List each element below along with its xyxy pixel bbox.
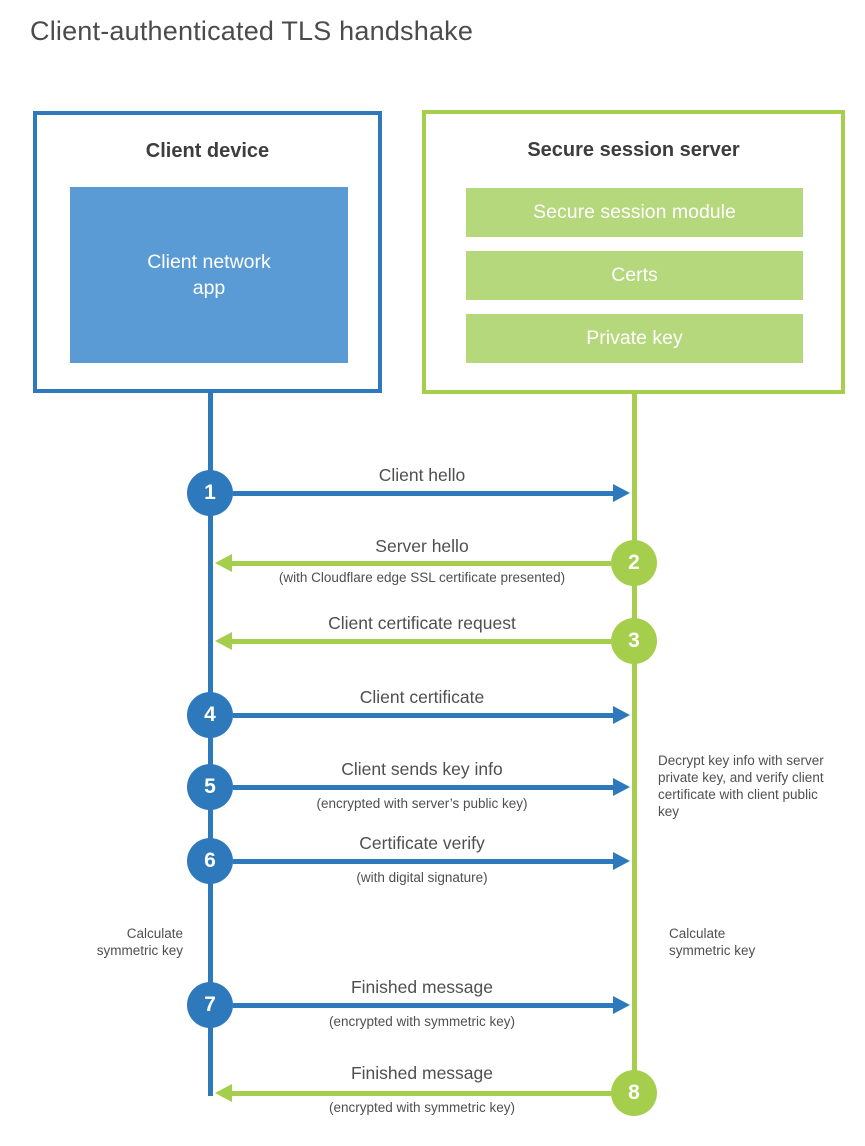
message-2-label: Server hello (375, 536, 469, 556)
message-1-label: Client hello (378, 465, 466, 485)
step-3-circle: 3 (611, 618, 657, 664)
step-2-circle: 2 (611, 540, 657, 586)
server-module-certs: Certs (466, 251, 803, 300)
message-7-arrowhead-icon (613, 996, 630, 1014)
message-4-arrow (233, 713, 613, 718)
message-1-arrow (233, 491, 613, 496)
message-8-arrowhead-icon (215, 1084, 232, 1102)
client-lifeline (208, 393, 213, 1096)
secure-session-server-title: Secure session server (527, 139, 740, 161)
server-module-private-key: Private key (466, 314, 803, 363)
message-5-subtext: (encrypted with server’s public key) (316, 796, 528, 811)
message-6-arrow (233, 859, 613, 864)
step-8-circle: 8 (611, 1070, 657, 1116)
client-network-app-label: Client network app (147, 250, 271, 299)
server-module-secure-session-module: Secure session module (466, 188, 803, 237)
message-7-arrow (233, 1003, 613, 1008)
step-6-circle: 6 (187, 838, 233, 884)
step-4-circle: 4 (187, 692, 233, 738)
message-2-subtext: (with Cloudflare edge SSL certificate pr… (278, 570, 566, 585)
calculate-symmetric-key-note-client: Calculate symmetric key (96, 926, 183, 958)
message-6-subtext: (with digital signature) (356, 870, 488, 885)
step-1-circle: 1 (187, 470, 233, 516)
calculate-symmetric-key-note-server: Calculate symmetric key (669, 926, 756, 958)
message-7-subtext: (encrypted with symmetric key) (328, 1014, 516, 1029)
message-1-arrowhead-icon (613, 484, 630, 502)
message-7-label: Finished message (350, 977, 494, 997)
server-lifeline (632, 393, 637, 1093)
client-device-title: Client device (145, 140, 270, 162)
message-4-label: Client certificate (359, 687, 485, 707)
message-2-arrowhead-icon (215, 554, 232, 572)
message-6-label: Certificate verify (359, 833, 485, 853)
message-5-label: Client sends key info (341, 759, 503, 779)
step-7-circle: 7 (187, 982, 233, 1028)
message-3-label: Client certificate request (328, 613, 516, 633)
message-3-arrow (232, 639, 611, 644)
message-5-arrowhead-icon (613, 778, 630, 796)
client-network-app-box: Client network app (70, 187, 348, 363)
message-5-arrow (233, 785, 613, 790)
message-8-label: Finished message (350, 1063, 494, 1083)
message-8-subtext: (encrypted with symmetric key) (328, 1100, 516, 1115)
decrypt-key-note: Decrypt key info with server private key… (658, 753, 824, 819)
message-3-arrowhead-icon (215, 632, 232, 650)
message-2-arrow (232, 561, 611, 566)
message-4-arrowhead-icon (613, 706, 630, 724)
message-8-arrow (232, 1091, 611, 1096)
message-6-arrowhead-icon (613, 852, 630, 870)
page-title: Client-authenticated TLS handshake (30, 16, 474, 46)
step-5-circle: 5 (187, 764, 233, 810)
